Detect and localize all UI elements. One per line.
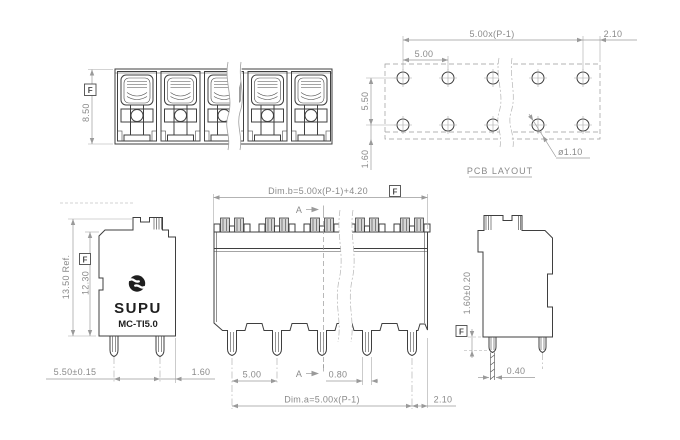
dim-right-pin-thickness: 0.40: [507, 366, 526, 376]
dim-front-edge: 2.10: [434, 395, 453, 405]
dim-pcb-pitch: 5.00: [415, 49, 434, 59]
dim-left-body-height: 12.30: [81, 271, 91, 295]
dim-front-pin-width: 0.80: [329, 370, 348, 380]
model-number: MC-TI5.0: [118, 319, 158, 330]
datum-box-front: [389, 185, 401, 197]
logo-swirl-bottom: [134, 284, 146, 289]
pcb-outline: [384, 63, 601, 140]
dim-left-pin-to-edge: 1.60: [192, 367, 211, 377]
brand-name: SUPU: [114, 300, 162, 317]
pcb-holes: [394, 69, 592, 134]
datum-label-right: F: [459, 327, 464, 336]
dim-b: Dim.b=5.00x(P-1)+4.20: [268, 186, 368, 196]
section-label-bottom: A: [296, 369, 302, 379]
front-pin-detail: [230, 332, 414, 352]
datum-box-right: [455, 325, 468, 337]
break-gap: [226, 62, 243, 150]
datum-box-top: [84, 83, 97, 96]
right-view-body: [477, 215, 553, 338]
datum-label-left: F: [83, 255, 88, 264]
dim-pcb-row-offset: 1.60: [360, 150, 370, 169]
section-label-top: A: [296, 205, 302, 215]
brand-logo: [128, 275, 146, 292]
datum-box-left: [79, 253, 91, 265]
tab-hatch: [153, 218, 162, 230]
datum-label-top: F: [88, 86, 93, 95]
front-view-body: [213, 231, 428, 357]
logo-swirl-top: [128, 278, 140, 283]
dim-left-overall-height: 13.50 Ref.: [61, 255, 71, 300]
pcb-layout-caption: PCB LAYOUT: [467, 166, 533, 176]
side-view-left: SUPU MC-TI5.0 13.50 Ref. F 12.30 5.50±0.…: [46, 202, 215, 384]
right-view-pins: [488, 336, 547, 380]
pcb-layout-view: 5.00x(P-1) 2.10 5.00 5.50 1.60 ø1.10 PCB…: [360, 29, 637, 178]
front-view: A A Dim.b=5.00x(P-1)+4.20 F 5.00 0.80: [213, 185, 456, 409]
datum-label-front: F: [393, 187, 398, 196]
section-line-a: A A: [296, 205, 324, 379]
left-view-body: [98, 217, 176, 337]
right-tab-hatch: [485, 216, 521, 230]
dim-pcb-row-spacing: 5.50: [360, 92, 370, 111]
dim-right-standoff: 1.60±0.20: [462, 272, 472, 315]
top-view: F 8.50: [81, 61, 333, 151]
left-view-pins: [109, 335, 165, 384]
dim-left-pin-spacing: 5.50±0.15: [54, 367, 97, 377]
dim-front-pitch: 5.00: [243, 370, 262, 380]
dim-top-height: 8.50: [81, 103, 91, 122]
dim-a: Dim.a=5.00x(P-1): [284, 395, 360, 405]
top-view-body: [114, 68, 333, 145]
side-view-right: F 1.60±0.20 0.40: [455, 215, 553, 380]
dim-pcb-edge: 2.10: [604, 29, 623, 39]
dim-pcb-hole-dia: ø1.10: [558, 147, 583, 157]
dim-pcb-total-pitch: 5.00x(P-1): [469, 29, 514, 39]
